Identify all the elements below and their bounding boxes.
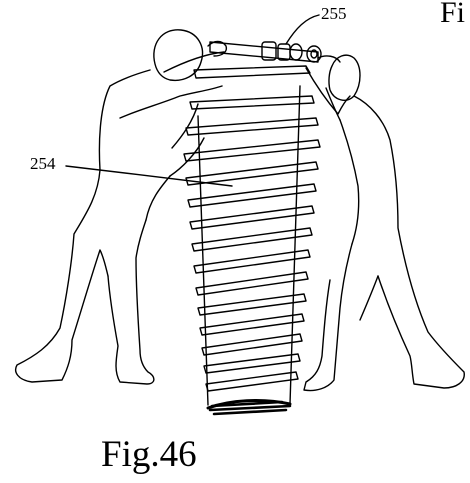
leader-line-255	[285, 14, 320, 45]
top-rod	[209, 41, 322, 63]
screw-body	[183, 65, 321, 416]
figure-caption: Fig.46	[101, 434, 197, 475]
right-person-figure	[303, 54, 465, 392]
reference-numeral-255: 255	[321, 4, 347, 23]
left-person-figure	[14, 29, 228, 385]
leader-line-254	[65, 165, 233, 187]
clipped-corner-text: Fi	[440, 0, 466, 29]
reference-numeral-254: 254	[30, 154, 56, 173]
